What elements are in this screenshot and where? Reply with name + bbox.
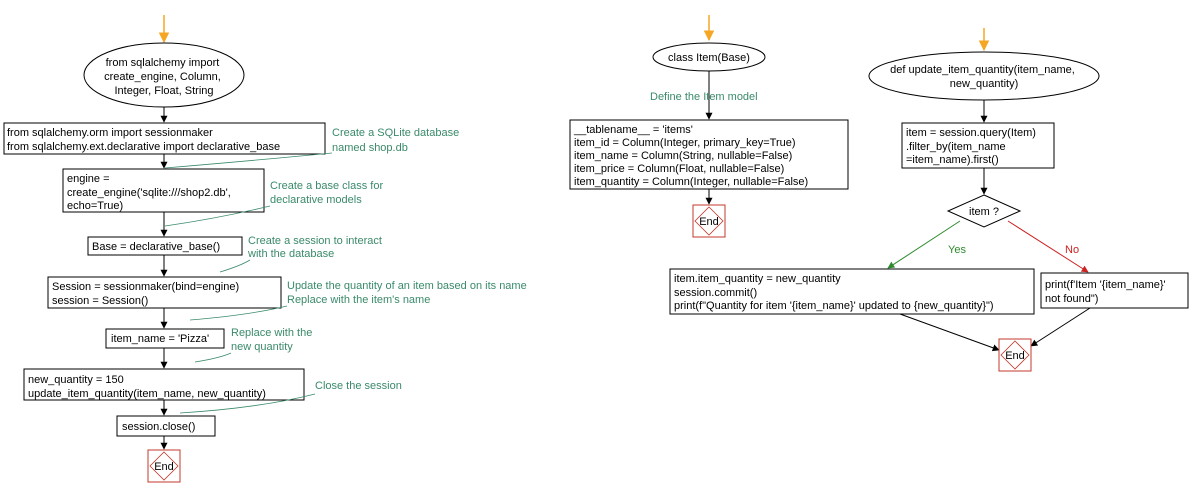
no-line-2: not found") bbox=[1045, 293, 1098, 305]
svg-text:Session = sessionmaker(bind=en: Session = sessionmaker(bind=engine) sess… bbox=[52, 281, 242, 307]
close-box[interactable]: session.close() bbox=[116, 415, 216, 437]
model-line-5: item_quantity = Column(Integer, nullable… bbox=[574, 176, 808, 188]
svg-text:item.item_quantity = new_quant: item.item_quantity = new_quantity sessio… bbox=[674, 273, 994, 312]
base-box[interactable]: Base = declarative_base() bbox=[87, 236, 243, 256]
imports-comment: Create a SQLite database named shop.db bbox=[332, 127, 462, 154]
function-line-1: def update_item_quantity(item_name, bbox=[890, 64, 1075, 76]
item-name-box[interactable]: item_name = 'Pizza' bbox=[105, 328, 225, 349]
yes-box[interactable]: item.item_quantity = new_quantity sessio… bbox=[669, 268, 1035, 315]
item-model-comment: Define the Item model bbox=[650, 91, 758, 103]
right-end-node[interactable]: End bbox=[998, 338, 1032, 372]
yes-line-1: item.item_quantity = new_quantity bbox=[674, 273, 841, 285]
left-start-line-2: create_engine, Column, bbox=[104, 71, 221, 83]
engine-line-1: engine = bbox=[67, 173, 110, 185]
query-line-2: .filter_by(item_name bbox=[906, 141, 1006, 153]
engine-comment: Create a base class for declarative mode… bbox=[270, 180, 386, 206]
svg-text:new_quantity = 150 upd: new_quantity = 150 update_item_quantity(… bbox=[28, 374, 266, 400]
class-item-start[interactable]: class Item(Base) bbox=[652, 42, 766, 72]
engine-box[interactable]: engine = create_engine('sqlite:///shop2.… bbox=[62, 168, 265, 213]
function-start-node[interactable]: def update_item_quantity(item_name, new_… bbox=[868, 51, 1100, 101]
item-name-text: item_name = 'Pizza' bbox=[111, 333, 209, 345]
item-name-comment: Replace with the new quantity bbox=[231, 327, 315, 353]
update-call-box[interactable]: new_quantity = 150 update_item_quantity(… bbox=[23, 368, 305, 401]
svg-text:__tablename__ = 'items': __tablename__ = 'items' item_id = Column… bbox=[573, 124, 808, 188]
left-start-node[interactable]: from sqlalchemy import create_engine, Co… bbox=[83, 42, 245, 108]
item-model-box[interactable]: __tablename__ = 'items' item_id = Column… bbox=[569, 119, 849, 190]
imports-box[interactable]: from sqlalchemy.orm import sessionmaker … bbox=[3, 122, 326, 155]
update-line-2: update_item_quantity(item_name, new_quan… bbox=[28, 388, 266, 400]
no-line-1: print(f'Item '{item_name}' bbox=[1045, 279, 1166, 291]
svg-text:def update_item_quantity(item_: def update_item_quantity(item_name, new_… bbox=[890, 64, 1078, 90]
no-edge bbox=[1007, 220, 1089, 273]
function-line-2: new_quantity) bbox=[950, 78, 1019, 90]
svg-text:engine = create_engine: engine = create_engine('sqlite:///shop2.… bbox=[67, 173, 234, 212]
model-line-3: item_name = Column(String, nullable=Fals… bbox=[574, 150, 792, 162]
model-line-1: __tablename__ = 'items' bbox=[573, 124, 693, 136]
session-line-1: Session = sessionmaker(bind=engine) bbox=[52, 281, 239, 293]
left-end-text: End bbox=[154, 461, 174, 473]
left-end-node[interactable]: End bbox=[147, 449, 181, 483]
no-box[interactable]: print(f'Item '{item_name}' not found") bbox=[1040, 272, 1189, 309]
session-line-2: session = Session() bbox=[52, 295, 148, 307]
engine-line-3: echo=True) bbox=[67, 200, 123, 212]
engine-line-2: create_engine('sqlite:///shop2.db', bbox=[67, 187, 231, 199]
update-line-1: new_quantity = 150 bbox=[28, 374, 124, 386]
middle-flow: class Item(Base) Define the Item model _… bbox=[569, 15, 849, 238]
svg-text:from sqlalchemy import: from sqlalchemy import create_engine, Co… bbox=[104, 57, 224, 97]
left-start-line-1: from sqlalchemy import bbox=[106, 57, 220, 69]
query-box[interactable]: item = session.query(Item) .filter_by(it… bbox=[901, 122, 1055, 169]
session-comment: Update the quantity of an item based on … bbox=[287, 280, 530, 306]
session-box[interactable]: Session = sessionmaker(bind=engine) sess… bbox=[47, 276, 282, 309]
base-text: Base = declarative_base() bbox=[92, 241, 220, 253]
right-flow: def update_item_quantity(item_name, new_… bbox=[669, 28, 1189, 372]
imports-line-2: from sqlalchemy.ext.declarative import d… bbox=[7, 141, 280, 153]
model-line-4: item_price = Column(Float, nullable=Fals… bbox=[574, 163, 784, 175]
left-start-line-3: Integer, Float, String bbox=[114, 85, 213, 97]
no-label: No bbox=[1065, 244, 1079, 256]
svg-text:from sqlalchemy.orm import ses: from sqlalchemy.orm import sessionmaker … bbox=[7, 127, 280, 153]
yes-label: Yes bbox=[948, 244, 966, 256]
model-line-2: item_id = Column(Integer, primary_key=Tr… bbox=[574, 137, 796, 149]
yes-edge bbox=[887, 220, 961, 269]
middle-end-node[interactable]: End bbox=[692, 204, 726, 238]
update-comment: Close the session bbox=[315, 380, 402, 392]
query-line-3: =item_name).first() bbox=[906, 154, 999, 166]
item-decision[interactable]: item ? bbox=[946, 194, 1022, 228]
left-flow: from sqlalchemy import create_engine, Co… bbox=[3, 15, 530, 483]
yes-line-3: print(f"Quantity for item '{item_name}' … bbox=[674, 300, 994, 312]
yes-line-2: session.commit() bbox=[674, 287, 757, 299]
query-line-1: item = session.query(Item) bbox=[906, 127, 1036, 139]
imports-line-1: from sqlalchemy.orm import sessionmaker bbox=[7, 127, 213, 139]
middle-end-text: End bbox=[699, 216, 719, 228]
right-end-text: End bbox=[1005, 350, 1025, 362]
svg-text:print(f'Item '{item_name}': print(f'Item '{item_name}' not found") bbox=[1045, 279, 1169, 305]
base-comment: Create a session to interact with the da… bbox=[247, 235, 385, 260]
svg-text:item = session.query(Item): item = session.query(Item) .filter_by(it… bbox=[906, 127, 1039, 166]
close-text: session.close() bbox=[122, 421, 195, 433]
class-item-text: class Item(Base) bbox=[668, 52, 750, 64]
decision-text: item ? bbox=[969, 206, 999, 218]
